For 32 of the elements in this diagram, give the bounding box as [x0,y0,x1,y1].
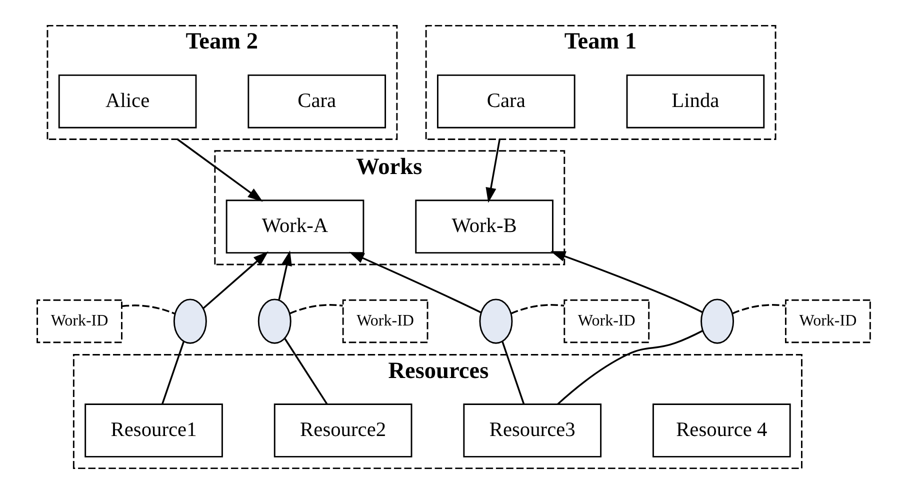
node-box: Resource2 [274,404,412,458]
connector [732,304,786,314]
node-box: Work-ID [785,299,871,344]
connector [284,338,328,405]
node-box: Work-ID [342,299,428,344]
node-box: Resource3 [463,404,602,458]
node-circle [173,298,207,344]
node-circle [479,298,513,344]
arrow [348,252,482,314]
node-box: Linda [626,74,765,128]
connector [289,304,343,314]
node-box: Resource1 [84,404,223,458]
node-box: Cara [436,74,576,128]
connector [510,304,564,314]
node-circle [258,298,292,344]
node-box: Cara [248,74,386,128]
connector [502,341,525,404]
arrow [278,250,292,300]
connector [161,341,184,404]
connector [122,304,176,314]
connector [557,330,704,405]
node-circle [700,298,734,344]
node-box: Work-A [226,200,364,254]
arrow [176,138,263,202]
arrow [550,251,703,314]
node-box: Work-ID [564,299,650,344]
arrow [202,251,268,310]
node-box: Resource 4 [652,404,791,458]
node-box: Work-B [415,200,554,254]
node-box: Alice [58,74,197,128]
arrow [486,139,501,203]
node-box: Work-ID [36,299,122,344]
